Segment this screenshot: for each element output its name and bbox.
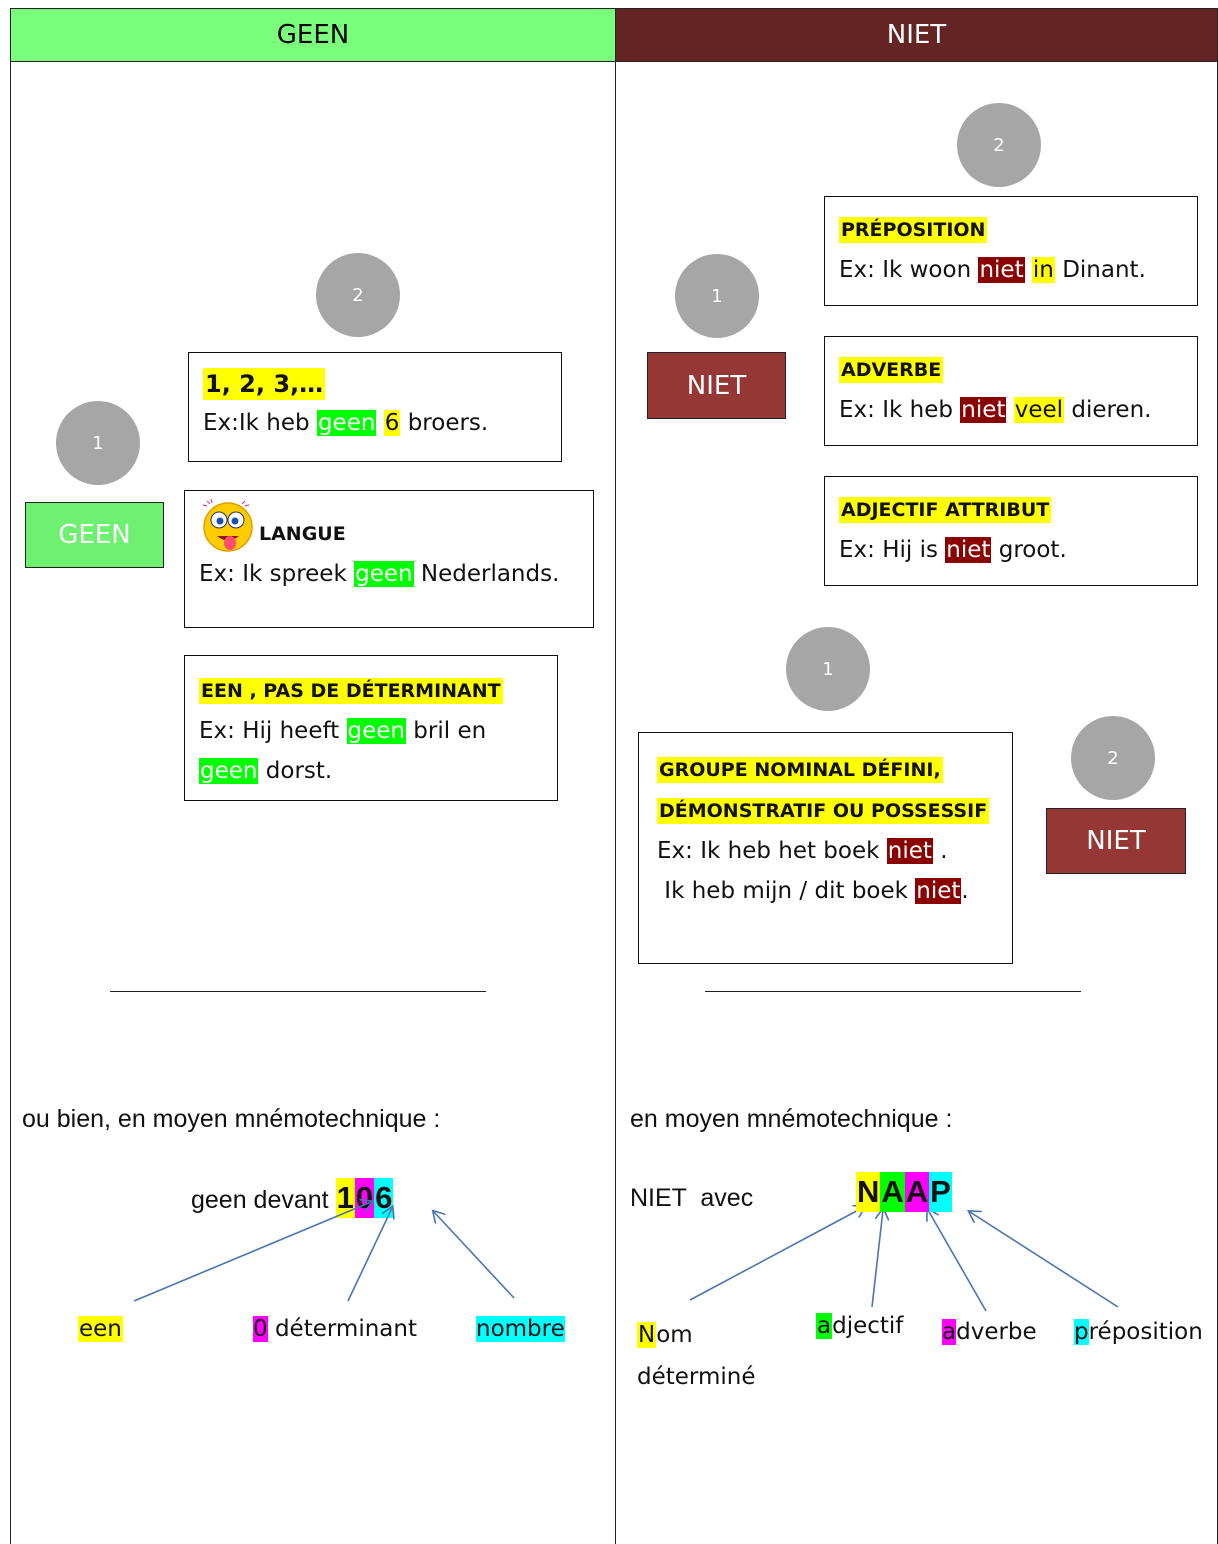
step-number: 2 xyxy=(352,284,364,306)
mnemonic-letter: N xyxy=(856,1172,881,1212)
step-number: 1 xyxy=(711,285,723,307)
rule-box-een: EEN , PAS DE DÉTERMINANT Ex: Hij heeft g… xyxy=(184,655,558,801)
step-circle-1: 1 xyxy=(786,627,870,711)
rule-example: Ex: Ik spreek geen Nederlands. xyxy=(199,561,560,587)
arrow-zero xyxy=(347,1208,392,1302)
negation-word: niet xyxy=(978,257,1025,283)
rule-title: ADVERBE xyxy=(839,357,944,383)
header-niet-label: NIET xyxy=(886,20,947,50)
rule-title-line2: DÉMONSTRATIF OU POSSESSIF xyxy=(657,798,990,824)
header-geen-label: GEEN xyxy=(276,20,350,50)
mnemonic-letter: 1 xyxy=(335,1178,355,1218)
negation-word: geen xyxy=(199,758,259,784)
rule-title: GROUPE NOMINAL DÉFINI, xyxy=(657,757,943,783)
rule-box-numbers: 1, 2, 3,… Ex:Ik heb geen 6 broers. xyxy=(188,352,562,462)
geen-label-box: GEEN xyxy=(25,502,164,568)
step-circle-2: 2 xyxy=(957,103,1041,187)
rule-box-adverbe: ADVERBE Ex: Ik heb niet veel dieren. xyxy=(824,336,1198,446)
label-nom-determine: Nom déterminé xyxy=(637,1322,756,1390)
step-circle-1: 1 xyxy=(56,401,140,485)
rule-example-line2: geen dorst. xyxy=(199,758,333,784)
label-een: een xyxy=(78,1316,123,1342)
niet-label-text: NIET xyxy=(686,370,747,401)
arrow-een xyxy=(133,1202,371,1302)
mnemonic-prefix: NIET avec xyxy=(630,1184,754,1212)
niet-label-box: NIET xyxy=(1046,808,1186,874)
rule-title: ADJECTIF ATTRIBUT xyxy=(839,497,1052,523)
negation-word: niet xyxy=(945,537,992,563)
step-number: 2 xyxy=(1107,747,1119,769)
header-geen: GEEN xyxy=(10,8,616,62)
separator-line xyxy=(110,991,486,992)
mnemonic-intro: ou bien, en moyen mnémotechnique : xyxy=(22,1105,441,1133)
mnemonic-letter: A xyxy=(904,1172,930,1212)
arrow-adverbe xyxy=(928,1210,987,1312)
rule-box-groupe-nominal: GROUPE NOMINAL DÉFINI, DÉMONSTRATIF OU P… xyxy=(638,732,1013,964)
rule-example: Ex: Hij is niet groot. xyxy=(839,537,1067,563)
step-circle-2: 2 xyxy=(316,253,400,337)
arrow-preposition xyxy=(970,1212,1119,1308)
step-number: 2 xyxy=(993,134,1005,156)
target-word: in xyxy=(1031,257,1055,283)
mnemonic-letter: P xyxy=(929,1172,952,1212)
niet-label-box: NIET xyxy=(647,352,786,419)
rule-box-adjectif: ADJECTIF ATTRIBUT Ex: Hij is niet groot. xyxy=(824,476,1198,586)
number-word: 6 xyxy=(383,410,401,436)
step-circle-1: 1 xyxy=(675,254,759,338)
label-zero-determinant: 0 déterminant xyxy=(253,1316,417,1342)
rule-example: Ex:Ik heb geen 6 broers. xyxy=(203,410,489,436)
rule-example: Ex: Ik heb het boek niet . xyxy=(657,838,948,864)
rule-box-preposition: PRÉPOSITION Ex: Ik woon niet in Dinant. xyxy=(824,196,1198,306)
rule-title: PRÉPOSITION xyxy=(839,217,988,243)
geen-label-text: GEEN xyxy=(58,520,131,550)
rule-title: EEN , PAS DE DÉTERMINANT xyxy=(199,678,503,704)
step-number: 1 xyxy=(92,432,104,454)
negation-word: niet xyxy=(915,878,962,904)
header-niet: NIET xyxy=(615,8,1218,62)
separator-line xyxy=(705,991,1081,992)
arrow-nombre xyxy=(434,1212,515,1299)
label-nombre: nombre xyxy=(476,1316,565,1342)
niet-label-text: NIET xyxy=(1086,826,1146,856)
negation-word: geen xyxy=(346,718,406,744)
step-circle-2: 2 xyxy=(1071,716,1155,800)
negation-word: geen xyxy=(316,410,377,436)
arrow-nom xyxy=(689,1207,864,1301)
label-preposition: préposition xyxy=(1074,1319,1203,1345)
negation-word: geen xyxy=(354,561,414,587)
label-adjectif: adjectif xyxy=(816,1313,904,1339)
arrow-adjectif xyxy=(871,1210,883,1308)
label-adverbe: adverbe xyxy=(942,1319,1037,1345)
rule-example-line2: Ik heb mijn / dit boek niet. xyxy=(657,878,969,904)
mnemonic-line: NAAP xyxy=(856,1172,952,1214)
mnemonic-letter: A xyxy=(880,1172,905,1212)
rule-example: Ex: Hij heeft geen bril en xyxy=(199,718,487,744)
rule-title: 1, 2, 3,… xyxy=(203,368,326,400)
negation-word: niet xyxy=(886,838,933,864)
rule-box-language: LANGUE Ex: Ik spreek geen Nederlands. xyxy=(184,490,594,628)
rule-example: Ex: Ik woon niet in Dinant. xyxy=(839,257,1146,283)
geen-column xyxy=(10,61,616,1544)
rule-title: LANGUE xyxy=(259,523,346,545)
step-number: 1 xyxy=(822,658,834,680)
target-word: veel xyxy=(1013,397,1065,423)
silly-face-icon xyxy=(202,498,253,552)
rule-example: Ex: Ik heb niet veel dieren. xyxy=(839,397,1152,423)
mnemonic-intro: en moyen mnémotechnique : xyxy=(630,1105,953,1133)
negation-word: niet xyxy=(960,397,1007,423)
